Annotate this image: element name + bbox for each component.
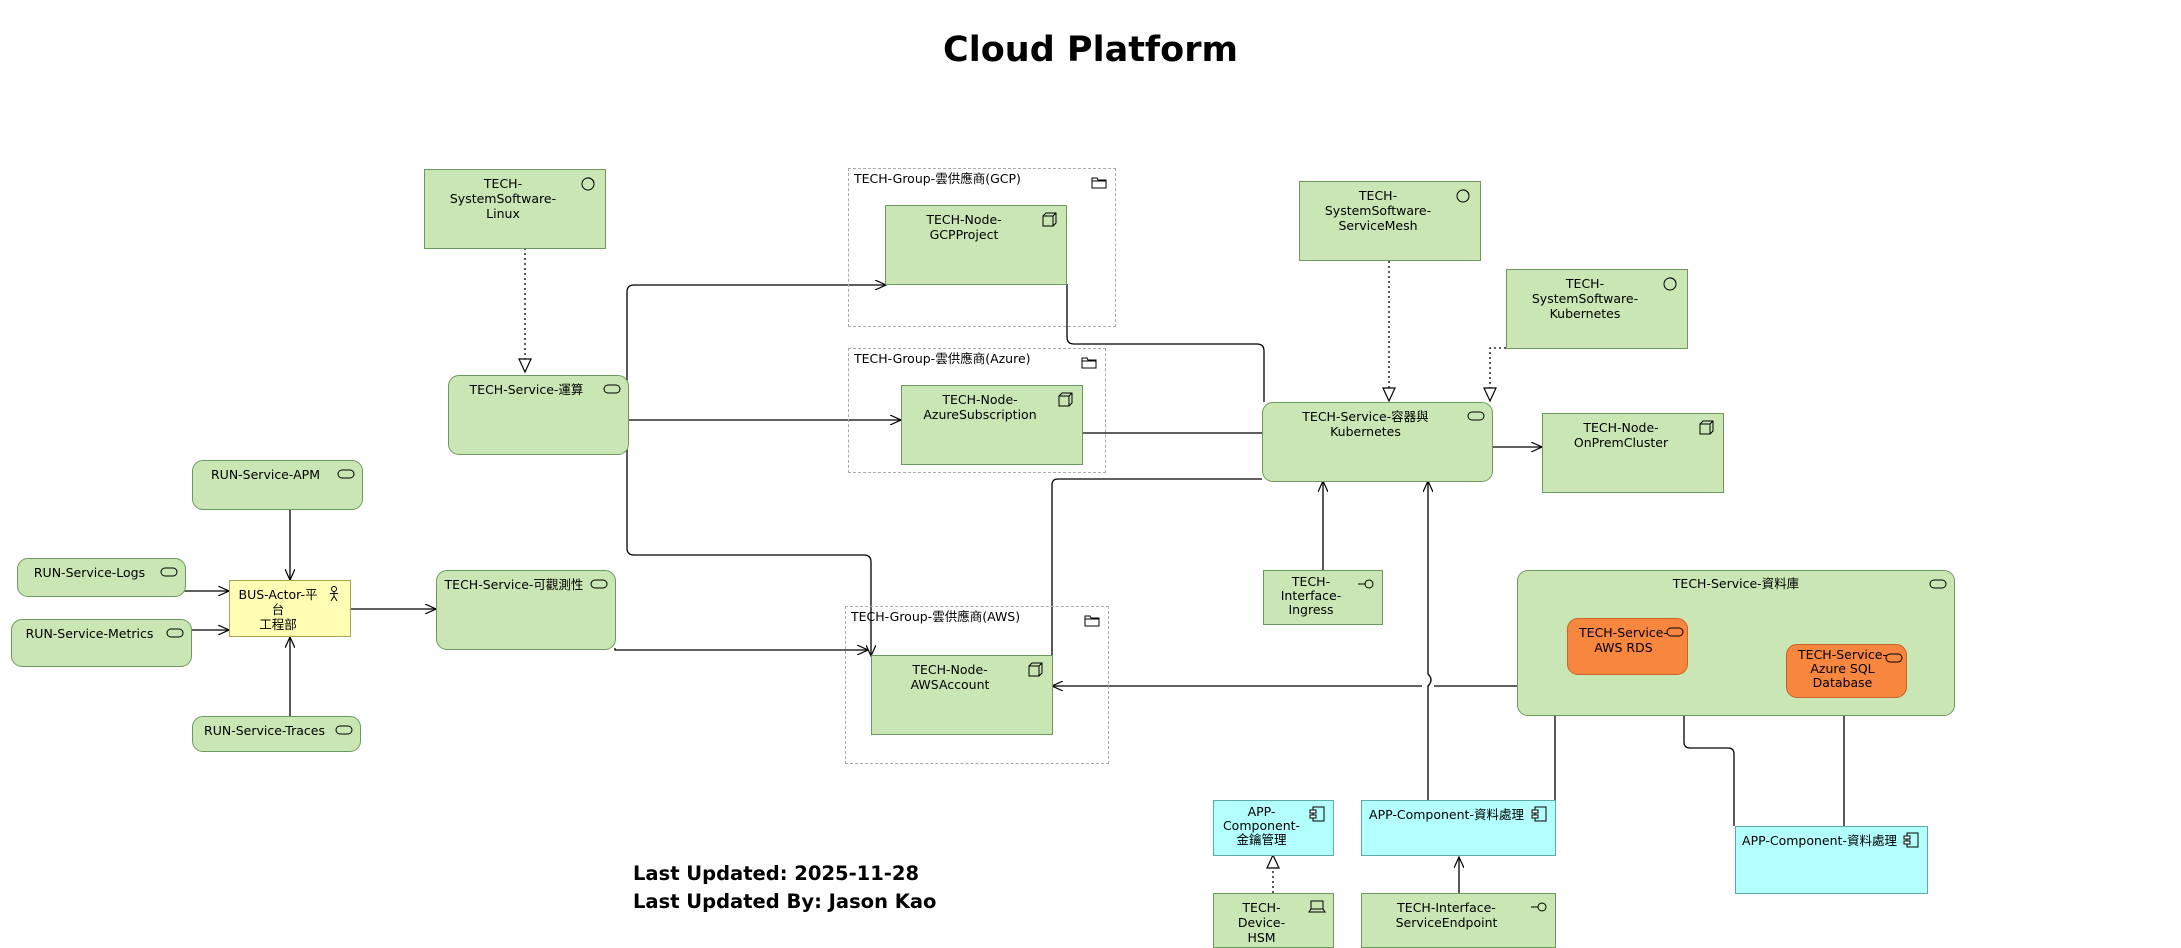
- interface-icon: [1358, 579, 1374, 589]
- node-app-data-processing-2[interactable]: APP-Component-資料處理: [1735, 826, 1928, 894]
- node-label: TECH-SystemSoftware- Linux: [449, 176, 557, 221]
- node-label: TECH-Node-GCPProject: [926, 212, 1002, 242]
- node-service-container-kubernetes[interactable]: TECH-Service-容器與Kubernetes: [1262, 402, 1493, 482]
- node-actor-platform-engineering[interactable]: BUS-Actor-平台 工程部: [229, 580, 351, 637]
- node-label: APP- Component- 金鑰管理: [1222, 804, 1301, 847]
- group-cloud-gcp[interactable]: TECH-Group-雲供應商(GCP): [848, 168, 1116, 327]
- node-label: TECH-Interface- ServiceEndpoint: [1395, 900, 1498, 930]
- node-label: TECH-SystemSoftware- ServiceMesh: [1324, 188, 1432, 233]
- node-label: TECH-Service-容器與Kubernetes: [1302, 409, 1429, 439]
- service-icon: [590, 579, 608, 589]
- component-icon: [1531, 806, 1547, 822]
- service-icon: [166, 628, 184, 638]
- node-service-aws-rds[interactable]: TECH-Service- AWS RDS: [1567, 618, 1688, 675]
- last-updated-by: Last Updated By: Jason Kao: [633, 890, 937, 913]
- folder-icon: [1084, 615, 1100, 627]
- node-device-hsm[interactable]: TECH-Device- HSM: [1213, 893, 1334, 948]
- device-icon: [1308, 900, 1326, 913]
- service-icon: [335, 725, 353, 735]
- component-icon: [1309, 806, 1325, 822]
- node-label: TECH-Node- OnPremCluster: [1573, 420, 1669, 450]
- group-cloud-aws[interactable]: TECH-Group-雲供應商(AWS): [845, 606, 1109, 764]
- node-label: TECH-Service-資料庫: [1672, 576, 1800, 591]
- node-icon: [1042, 212, 1057, 227]
- service-icon: [1666, 627, 1684, 637]
- system-software-icon: [1663, 277, 1677, 291]
- node-label: TECH-Node-AWSAccount: [910, 662, 990, 692]
- node-service-traces[interactable]: RUN-Service-Traces: [192, 716, 361, 752]
- group-label: TECH-Group-雲供應商(GCP): [854, 171, 1021, 186]
- service-icon: [337, 469, 355, 479]
- component-icon: [1903, 832, 1919, 848]
- node-service-azure-sql[interactable]: TECH-Service- Azure SQL Database: [1786, 644, 1907, 698]
- system-software-icon: [581, 177, 595, 191]
- system-software-icon: [1456, 189, 1470, 203]
- folder-icon: [1081, 357, 1097, 369]
- node-label: RUN-Service-APM: [210, 467, 320, 482]
- node-onprem-cluster[interactable]: TECH-Node- OnPremCluster: [1542, 413, 1724, 493]
- edge-k8s-container: [1483, 347, 1506, 403]
- node-interface-service-endpoint[interactable]: TECH-Interface- ServiceEndpoint: [1361, 893, 1556, 948]
- edge-aws-container: [1051, 478, 1262, 665]
- node-label: TECH-Service- AWS RDS: [1579, 625, 1668, 655]
- service-icon: [1885, 653, 1903, 663]
- node-label: BUS-Actor-平台 工程部: [238, 587, 318, 632]
- node-app-data-processing-1[interactable]: APP-Component-資料處理: [1361, 800, 1556, 856]
- node-icon: [1028, 662, 1043, 677]
- edge-data2-rds: [1684, 671, 1735, 826]
- diagram-title: Cloud Platform: [943, 30, 1238, 70]
- node-label: TECH-SystemSoftware- Kubernetes: [1531, 276, 1639, 321]
- node-label: TECH-Service-運算: [469, 382, 584, 397]
- edge-data1-container: [1428, 481, 1431, 800]
- last-updated: Last Updated: 2025-11-28: [633, 862, 920, 885]
- service-icon: [603, 384, 621, 394]
- node-azure-subscription[interactable]: TECH-Node- AzureSubscription: [901, 385, 1083, 465]
- node-label: TECH- Interface- Ingress: [1280, 574, 1342, 617]
- node-interface-ingress[interactable]: TECH- Interface- Ingress: [1263, 570, 1383, 625]
- node-gcp-project[interactable]: TECH-Node-GCPProject: [885, 205, 1067, 285]
- edge-ops-gcp: [626, 285, 886, 420]
- edge-gcp-container: [1066, 284, 1265, 402]
- node-systemsoftware-linux[interactable]: TECH-SystemSoftware- Linux: [424, 169, 606, 249]
- node-label: TECH-Node- AzureSubscription: [923, 392, 1037, 422]
- node-label: RUN-Service-Traces: [204, 723, 325, 738]
- node-service-compute[interactable]: TECH-Service-運算: [448, 375, 629, 455]
- group-label: TECH-Group-雲供應商(Azure): [854, 351, 1031, 366]
- node-icon: [1058, 392, 1073, 407]
- node-label: APP-Component-資料處理: [1369, 807, 1524, 822]
- group-cloud-azure[interactable]: TECH-Group-雲供應商(Azure): [848, 348, 1106, 473]
- service-icon: [1467, 411, 1485, 421]
- node-service-apm[interactable]: RUN-Service-APM: [192, 460, 363, 510]
- node-label: TECH-Service-可觀測性: [444, 577, 584, 592]
- interface-icon: [1531, 902, 1547, 912]
- node-service-metrics[interactable]: RUN-Service-Metrics: [11, 619, 192, 667]
- node-service-observability[interactable]: TECH-Service-可觀測性: [436, 570, 616, 650]
- folder-icon: [1091, 177, 1107, 189]
- node-service-logs[interactable]: RUN-Service-Logs: [17, 558, 186, 597]
- node-label: RUN-Service-Metrics: [25, 626, 154, 641]
- actor-icon: [330, 586, 338, 602]
- node-app-key-management[interactable]: APP- Component- 金鑰管理: [1213, 800, 1334, 856]
- service-icon: [1929, 579, 1947, 589]
- node-label: APP-Component-資料處理: [1742, 833, 1897, 848]
- node-label: TECH-Device- HSM: [1237, 900, 1286, 945]
- service-icon: [160, 567, 178, 577]
- node-systemsoftware-servicemesh[interactable]: TECH-SystemSoftware- ServiceMesh: [1299, 181, 1481, 261]
- node-label: TECH-Service- Azure SQL Database: [1798, 647, 1887, 690]
- node-label: RUN-Service-Logs: [33, 565, 146, 580]
- node-icon: [1699, 420, 1714, 435]
- group-label: TECH-Group-雲供應商(AWS): [851, 609, 1021, 624]
- node-systemsoftware-kubernetes[interactable]: TECH-SystemSoftware- Kubernetes: [1506, 269, 1688, 349]
- edge-observe-aws: [614, 648, 868, 650]
- edge-ops-aws: [626, 420, 871, 656]
- node-aws-account[interactable]: TECH-Node-AWSAccount: [871, 655, 1053, 735]
